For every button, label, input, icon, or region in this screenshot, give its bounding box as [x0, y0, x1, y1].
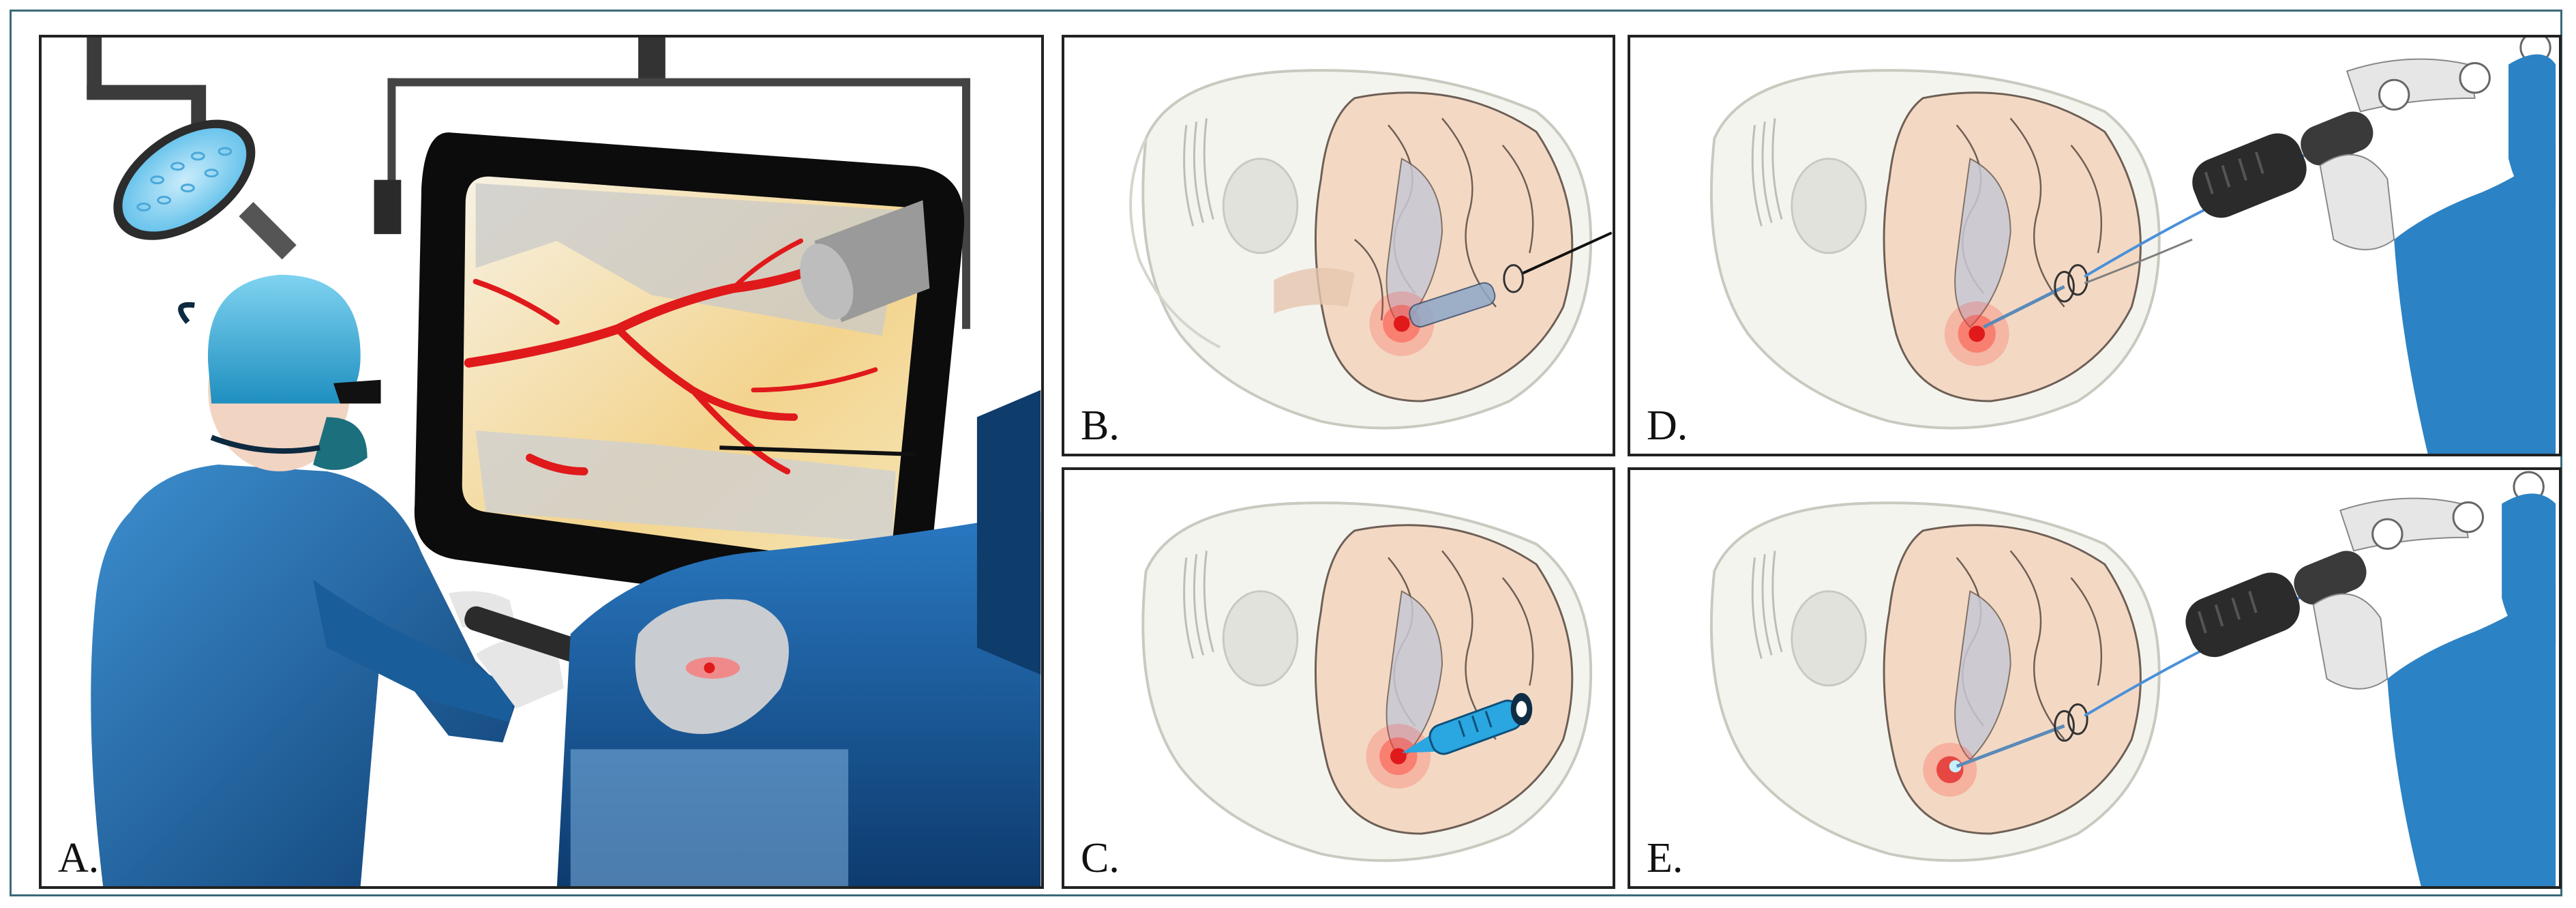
panel-e-ablation: E.	[1628, 467, 2562, 889]
panel-label-e: E.	[1647, 835, 1683, 881]
skull-brain-section	[1141, 501, 1593, 862]
panel-d-handpiece-positioning: D.	[1628, 35, 2562, 456]
laser-handpiece	[2192, 111, 2373, 218]
surgeon-figure	[91, 274, 659, 886]
gloved-hand	[2319, 38, 2556, 454]
laser-handpiece	[2185, 551, 2367, 658]
probe-tip	[1409, 231, 1613, 328]
panel-label-b: B.	[1081, 402, 1120, 449]
skull-brain-section	[1129, 69, 1613, 430]
skull-brain-section	[1709, 38, 2556, 454]
surgical-light-icon	[87, 38, 297, 260]
monitor-display	[414, 132, 965, 615]
operating-room-illustration	[87, 38, 1041, 886]
monitor-arm	[374, 38, 970, 329]
panel-b-probe-insertion: B.	[1062, 35, 1615, 456]
figure-frame: A.	[10, 10, 2562, 896]
panel-label-c: C.	[1081, 835, 1120, 881]
probe-tip	[1401, 692, 1533, 755]
panel-a-operating-room: A.	[39, 35, 1044, 889]
panel-label-d: D.	[1647, 402, 1688, 449]
panel-label-a: A.	[58, 835, 100, 881]
gloved-hand	[2312, 471, 2556, 886]
tumor-glow	[1366, 724, 1431, 789]
patient-drapes	[556, 390, 1041, 886]
skull-brain-section	[1709, 471, 2556, 886]
panel-c-probe-tip: C.	[1062, 467, 1615, 889]
tumor-glow	[1944, 301, 2009, 366]
tumor-glow	[1923, 742, 1977, 797]
